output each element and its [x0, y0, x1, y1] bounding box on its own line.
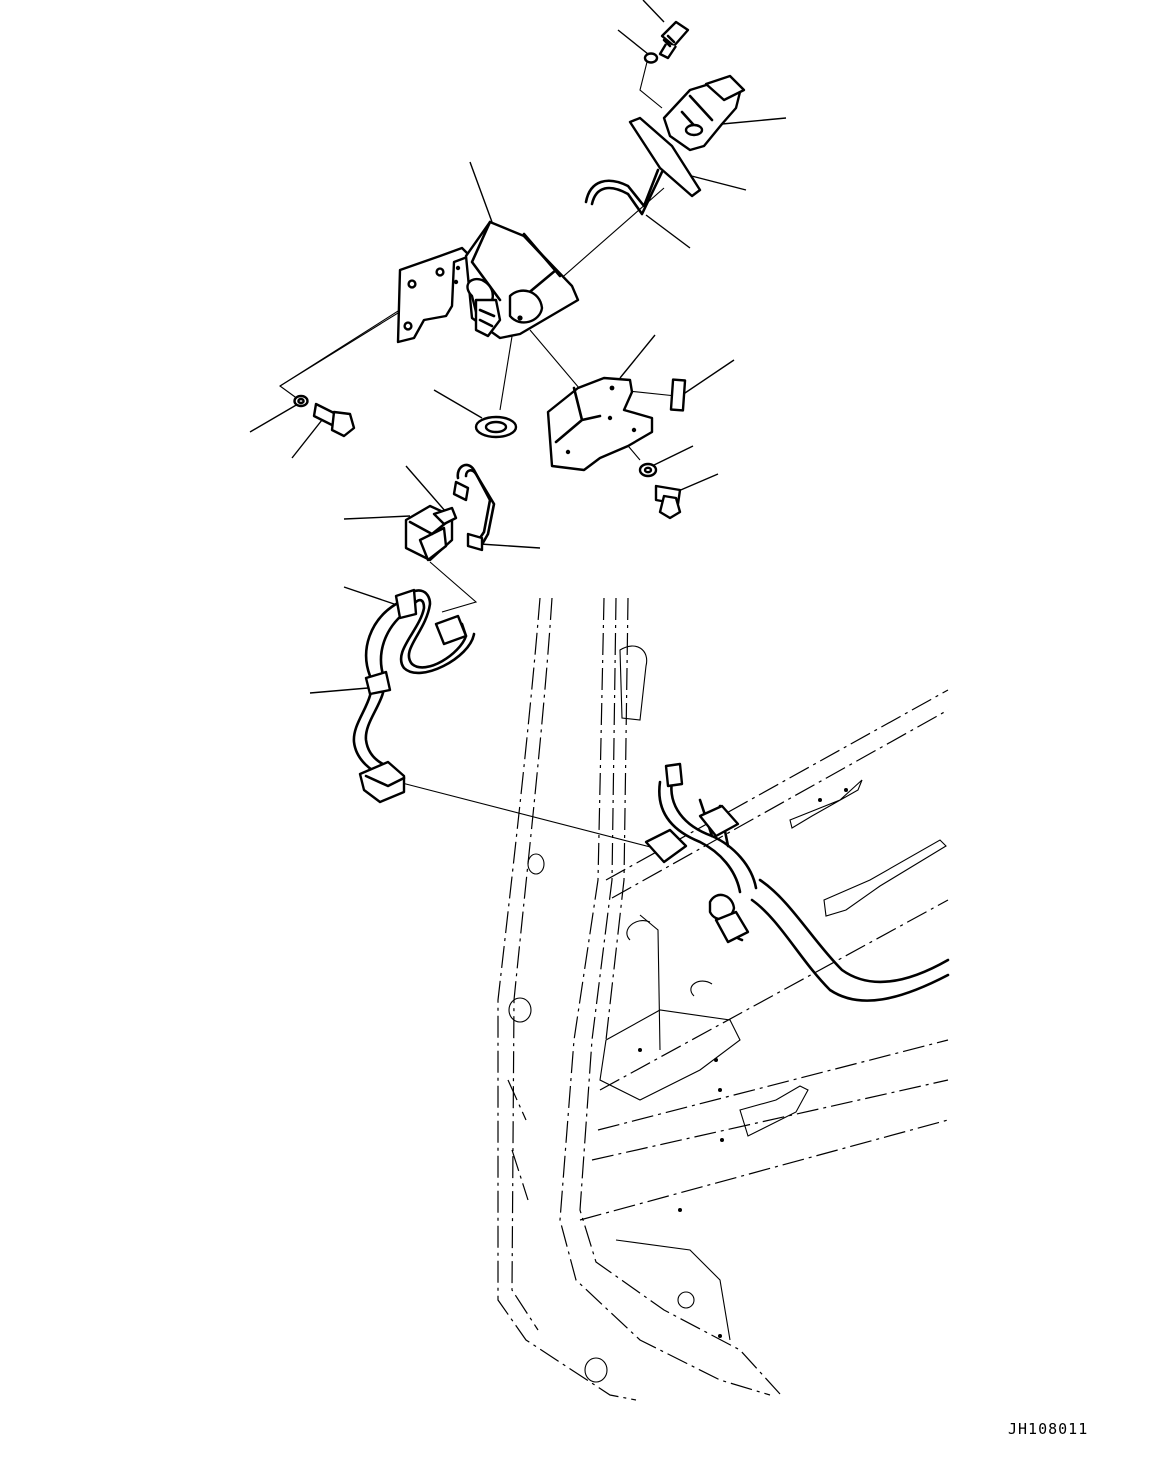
cover-plate — [546, 376, 654, 472]
rod-hook — [584, 168, 664, 216]
label-tag — [669, 378, 687, 412]
grommet — [474, 415, 518, 439]
drawing-code: JH108011 — [1008, 1420, 1089, 1438]
cab-floor-frame — [579, 689, 949, 1341]
switch-body — [662, 74, 746, 152]
bracket-main — [396, 220, 580, 344]
connector-block — [404, 504, 458, 562]
mounted-harness — [644, 762, 950, 1002]
leader-lines — [249, 0, 787, 851]
bolt-top — [658, 20, 690, 60]
wire-harness — [352, 588, 476, 804]
bolt-right — [654, 484, 682, 520]
washer-top — [643, 52, 659, 64]
cab-pillar — [497, 597, 781, 1401]
sealing-disc — [628, 116, 702, 198]
bolt-left — [312, 402, 356, 438]
washer-right — [638, 462, 658, 478]
washer-left — [293, 394, 309, 408]
connector-clip-wire — [452, 463, 496, 552]
